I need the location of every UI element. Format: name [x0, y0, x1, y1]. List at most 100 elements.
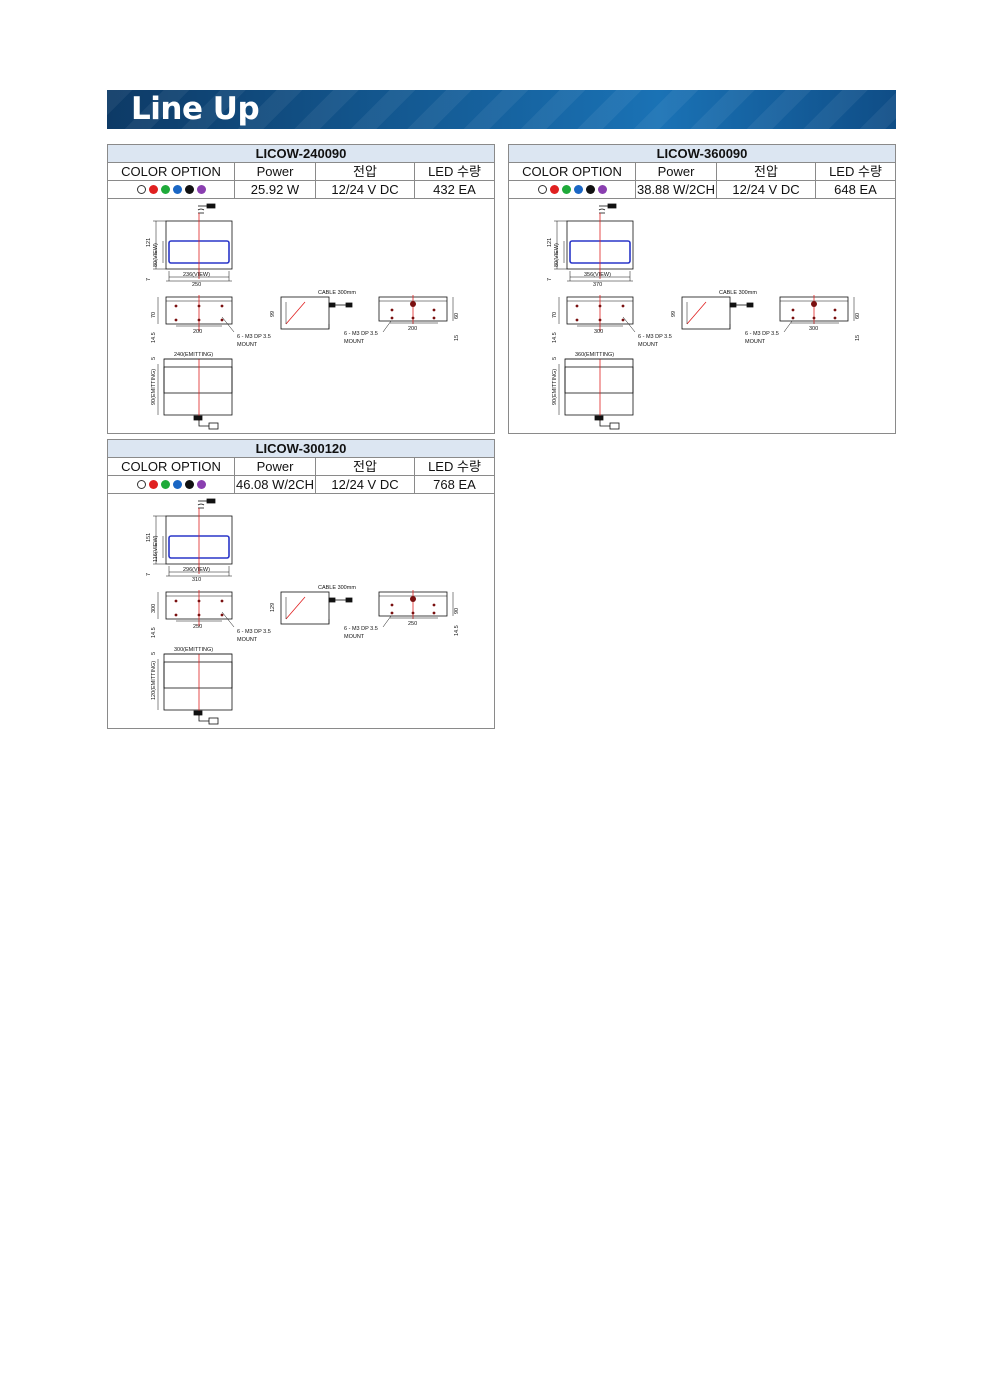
voltage-value: 12/24 V DC — [717, 181, 816, 198]
green-led-dot — [561, 185, 571, 194]
dimension-drawing-svg: 151 116(VIEW) 7 296(VIEW) 310 — [146, 498, 460, 725]
front-view — [153, 508, 233, 577]
bottom-connector-icon — [193, 710, 219, 725]
dim-bottom-offset: 5 — [151, 652, 157, 655]
spec-header-row: COLOR OPTION Power 전압 LED 수량 — [108, 163, 494, 181]
spec-value-row: 46.08 W/2CH 12/24 V DC 768 EA — [108, 476, 494, 494]
led-count-value: 648 EA — [834, 182, 877, 197]
dim-view-height: 116(VIEW) — [153, 535, 159, 562]
mount-holes — [575, 304, 625, 322]
front-view — [554, 213, 634, 282]
dim-right-depth: 15 — [855, 335, 861, 341]
power-value: 46.08 W/2CH — [235, 476, 316, 493]
dim-bottom-depth: 14.5 — [151, 627, 157, 638]
mount-label: 6 - M3 DP 3.5 — [638, 334, 672, 340]
right-view-holes — [390, 301, 436, 320]
dim-mount-height: 70 — [151, 312, 157, 318]
dim-right-depth: 14.5 — [454, 625, 460, 636]
dim-mount-spacing: 200 — [193, 329, 202, 335]
mount-holes — [174, 304, 224, 322]
technical-drawing: 121 80(VIEW) 7 356(VIEW) 370 — [509, 199, 895, 433]
mount-holes — [174, 599, 224, 617]
dim-offset: 7 — [146, 573, 152, 576]
dim-view-width: 356(VIEW) — [584, 272, 611, 278]
right-view-holes — [390, 596, 436, 615]
dim-right-height: 60 — [454, 313, 460, 319]
dim-total-width: 250 — [192, 282, 201, 288]
dim-bottom-depth: 14.5 — [151, 332, 157, 343]
side-view — [280, 591, 353, 625]
right-view-holes — [791, 301, 837, 320]
blue-led-dot — [172, 480, 182, 489]
bottom-view — [157, 358, 233, 421]
section-title: Line Up — [131, 91, 260, 127]
technical-drawing: 151 116(VIEW) 7 296(VIEW) 310 — [108, 494, 494, 728]
color-swatches — [509, 181, 636, 198]
power-value: 25.92 W — [235, 181, 316, 198]
right-mount-word: MOUNT — [344, 339, 365, 345]
right-mount-label: 6 - M3 DP 3.5 — [344, 331, 378, 337]
dim-total-width: 370 — [593, 282, 602, 288]
cable-label: CABLE 300mm — [318, 290, 356, 296]
dim-mount-spacing: 250 — [193, 624, 202, 630]
header-power: Power — [636, 163, 717, 180]
dim-emit-width: 240(EMITTING) — [174, 352, 213, 358]
dim-offset: 7 — [547, 278, 553, 281]
dim-emit-height: 120(EMITTING) — [151, 661, 157, 700]
green-led-dot — [160, 480, 170, 489]
header-voltage: 전압 — [316, 163, 415, 180]
color-swatches — [108, 181, 235, 198]
black-led-dot — [184, 185, 194, 194]
side-view — [681, 296, 754, 330]
dim-bottom-depth: 14.5 — [552, 332, 558, 343]
white-led-dot — [136, 480, 146, 489]
white-led-dot — [136, 185, 146, 194]
product-card-licow-360090: LICOW-360090 COLOR OPTION Power 전압 LED 수… — [508, 144, 896, 434]
header-color-option: COLOR OPTION — [108, 458, 235, 475]
top-connector-icon — [197, 203, 216, 214]
dim-emit-height: 90(EMITTING) — [552, 369, 558, 405]
led-count-value: 432 EA — [433, 182, 476, 197]
red-led-dot — [549, 185, 559, 194]
dim-side-height: 99 — [270, 311, 276, 317]
dim-height-total: 151 — [146, 533, 152, 542]
dimension-drawing-svg: 121 80(VIEW) 7 356(VIEW) 370 — [547, 203, 861, 430]
color-swatches — [108, 476, 235, 493]
mount-word: MOUNT — [237, 342, 258, 348]
spec-header-row: COLOR OPTION Power 전압 LED 수량 — [509, 163, 895, 181]
header-voltage: 전압 — [717, 163, 816, 180]
product-model: LICOW-360090 — [509, 145, 895, 163]
dim-view-height: 80(VIEW) — [554, 243, 560, 267]
spec-header-row: COLOR OPTION Power 전압 LED 수량 — [108, 458, 494, 476]
mount-word: MOUNT — [638, 342, 659, 348]
dim-right-height: 60 — [855, 313, 861, 319]
blue-led-dot — [573, 185, 583, 194]
dim-right-height: 90 — [454, 608, 460, 614]
header-power: Power — [235, 163, 316, 180]
dim-mount-spacing: 300 — [594, 329, 603, 335]
header-led-count: LED 수량 — [428, 164, 481, 179]
dim-mount-height: 70 — [552, 312, 558, 318]
spec-value-row: 38.88 W/2CH 12/24 V DC 648 EA — [509, 181, 895, 199]
dim-view-height: 80(VIEW) — [153, 243, 159, 267]
side-view — [280, 296, 353, 330]
dim-offset: 7 — [146, 278, 152, 281]
bottom-view — [558, 358, 634, 421]
dim-emit-height: 90(EMITTING) — [151, 369, 157, 405]
dim-right-spacing: 200 — [408, 326, 417, 332]
dim-bottom-offset: 5 — [552, 357, 558, 360]
dim-total-width: 310 — [192, 577, 201, 583]
mount-label: 6 - M3 DP 3.5 — [237, 629, 271, 635]
power-value: 38.88 W/2CH — [636, 181, 717, 198]
dim-height-total: 121 — [146, 238, 152, 247]
mount-label: 6 - M3 DP 3.5 — [237, 334, 271, 340]
product-card-licow-240090: LICOW-240090 COLOR OPTION Power 전압 LED 수… — [107, 144, 495, 434]
green-led-dot — [160, 185, 170, 194]
dimension-drawing-svg: 121 80(VIEW) 7 236(VIEW) 250 — [146, 203, 460, 430]
header-color-option: COLOR OPTION — [509, 163, 636, 180]
right-mount-label: 6 - M3 DP 3.5 — [745, 331, 779, 337]
dim-mount-height: 300 — [151, 604, 157, 613]
dim-view-width: 236(VIEW) — [183, 272, 210, 278]
header-led-count: LED 수량 — [829, 164, 882, 179]
mount-view — [558, 295, 636, 333]
